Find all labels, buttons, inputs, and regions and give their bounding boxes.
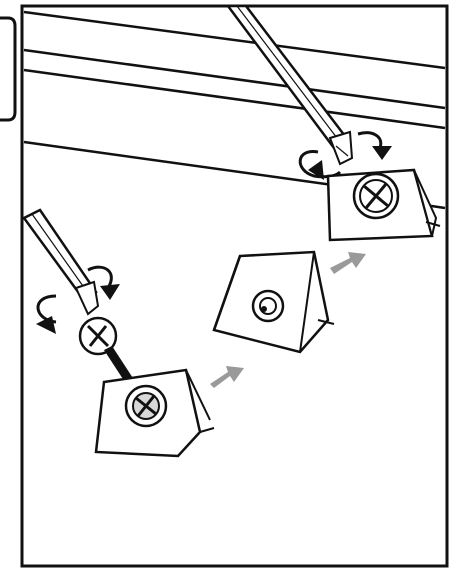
screw-icon <box>354 174 398 218</box>
screw-icon-2 <box>126 386 166 426</box>
callout-bracket <box>0 18 15 120</box>
cam-lock-icon <box>253 291 283 321</box>
